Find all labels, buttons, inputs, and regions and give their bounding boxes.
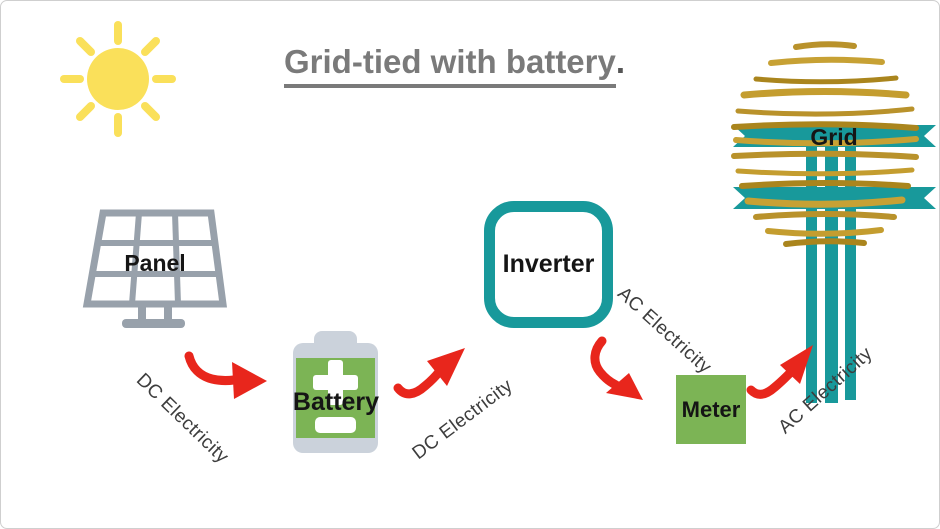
battery-label: Battery: [292, 388, 380, 416]
arrow-panel-to-battery-icon: [184, 351, 267, 399]
meter-box: Meter: [676, 375, 746, 444]
page-title: Grid-tied with battery.: [284, 43, 625, 88]
page-title-period: .: [615, 43, 626, 80]
solar-panel-icon: [82, 209, 227, 328]
page-title-text: Grid-tied with battery: [284, 43, 616, 88]
gold-scribble: [731, 41, 919, 247]
arrow-meter-to-grid-icon: [746, 345, 813, 399]
plus-icon: [328, 360, 343, 405]
panel-stand: [122, 304, 185, 328]
sun-icon: [60, 21, 176, 137]
inverter-box: Inverter: [484, 201, 613, 328]
minus-icon: [315, 417, 356, 433]
sun-disc: [87, 48, 149, 110]
arrow-battery-to-inverter-icon: [393, 348, 465, 399]
grid-pole-icon: [731, 41, 936, 403]
arrow-inverter-to-meter-icon: [590, 336, 643, 400]
grid-label: Grid: [810, 124, 858, 150]
battery-icon: Battery: [293, 329, 379, 455]
panel-grid-lines: [93, 212, 220, 305]
panel-label: Panel: [124, 250, 186, 276]
inverter-label: Inverter: [502, 250, 595, 278]
meter-label: Meter: [681, 396, 741, 422]
sun-rays: [60, 21, 176, 137]
